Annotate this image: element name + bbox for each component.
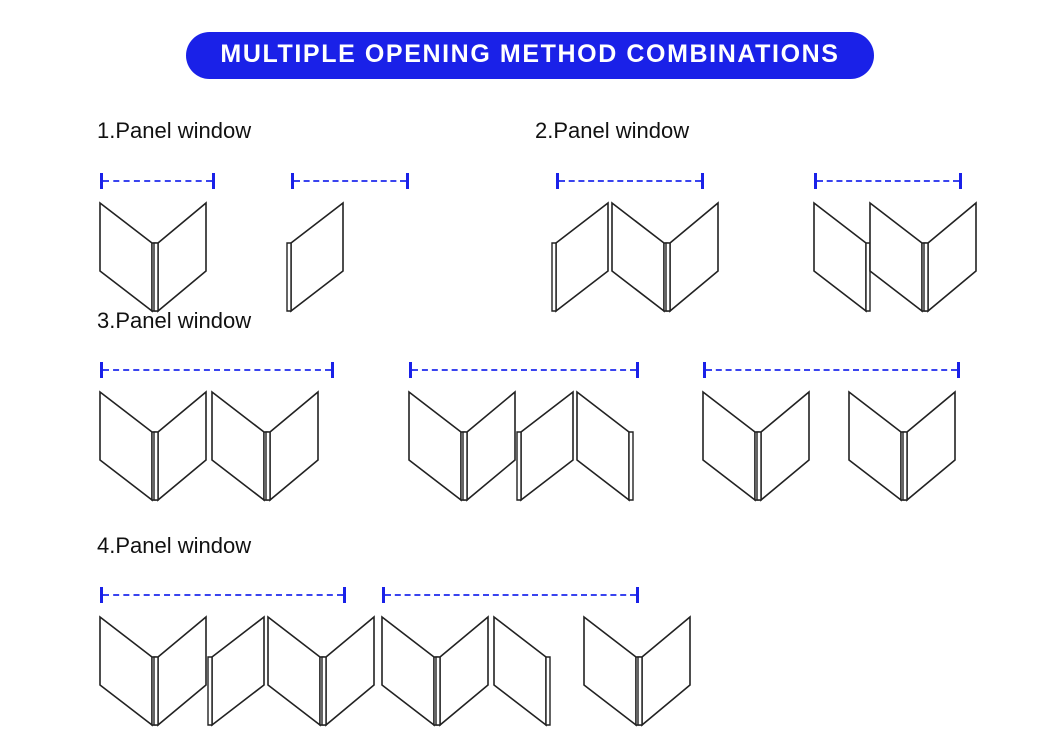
dimension-tick-right [343,587,346,603]
dimension-dash [559,180,701,182]
panel-drawing [99,603,390,737]
dimension-tick-right [959,173,962,189]
group-3-2 [408,362,643,512]
dimension-dash [103,369,331,371]
dimension-tick-left [409,362,412,378]
group-4-1 [99,587,390,737]
panel-drawing [408,378,643,512]
dimension-dash [294,180,406,182]
group-1-2 [286,173,409,323]
dimension-line [382,587,639,603]
panel-drawing [99,378,334,512]
group-1-1 [99,173,222,323]
panel-drawing [381,603,706,737]
dimension-tick-right [636,587,639,603]
group-2-1 [551,173,734,323]
dimension-tick-right [406,173,409,189]
dimension-tick-left [703,362,706,378]
group-3-1 [99,362,334,512]
dimension-tick-left [814,173,817,189]
section-2-heading: 2.Panel window [535,118,690,143]
dimension-dash [706,369,957,371]
dimension-tick-right [636,362,639,378]
dimension-tick-right [212,173,215,189]
group-3-3 [702,362,971,512]
dimension-dash [412,369,636,371]
dimension-tick-left [382,587,385,603]
page-title: MULTIPLE OPENING METHOD COMBINATIONS [186,32,874,79]
dimension-dash [385,594,636,596]
panel-drawing [99,189,222,323]
section-1-heading: 1.Panel window [97,118,252,143]
section-4-heading: 4.Panel window [97,533,252,558]
dimension-dash [103,594,343,596]
dimension-line [291,173,409,189]
dimension-tick-left [100,587,103,603]
group-2-2 [813,173,992,323]
dimension-tick-right [331,362,334,378]
dimension-line [100,362,334,378]
panel-drawing [702,378,971,512]
dimension-tick-left [556,173,559,189]
panel-drawing [286,189,409,323]
dimension-tick-left [100,362,103,378]
dimension-dash [817,180,959,182]
panel-drawing [813,189,992,323]
dimension-line [703,362,960,378]
dimension-line [556,173,704,189]
title-bar: MULTIPLE OPENING METHOD COMBINATIONS [0,32,1060,79]
dimension-tick-right [957,362,960,378]
panel-drawing [551,189,734,323]
dimension-tick-left [291,173,294,189]
dimension-line [814,173,962,189]
group-4-2 [381,587,706,737]
section-3-heading: 3.Panel window [97,308,252,333]
dimension-dash [103,180,212,182]
dimension-line [100,587,346,603]
dimension-line [100,173,215,189]
dimension-tick-left [100,173,103,189]
dimension-line [409,362,639,378]
dimension-tick-right [701,173,704,189]
